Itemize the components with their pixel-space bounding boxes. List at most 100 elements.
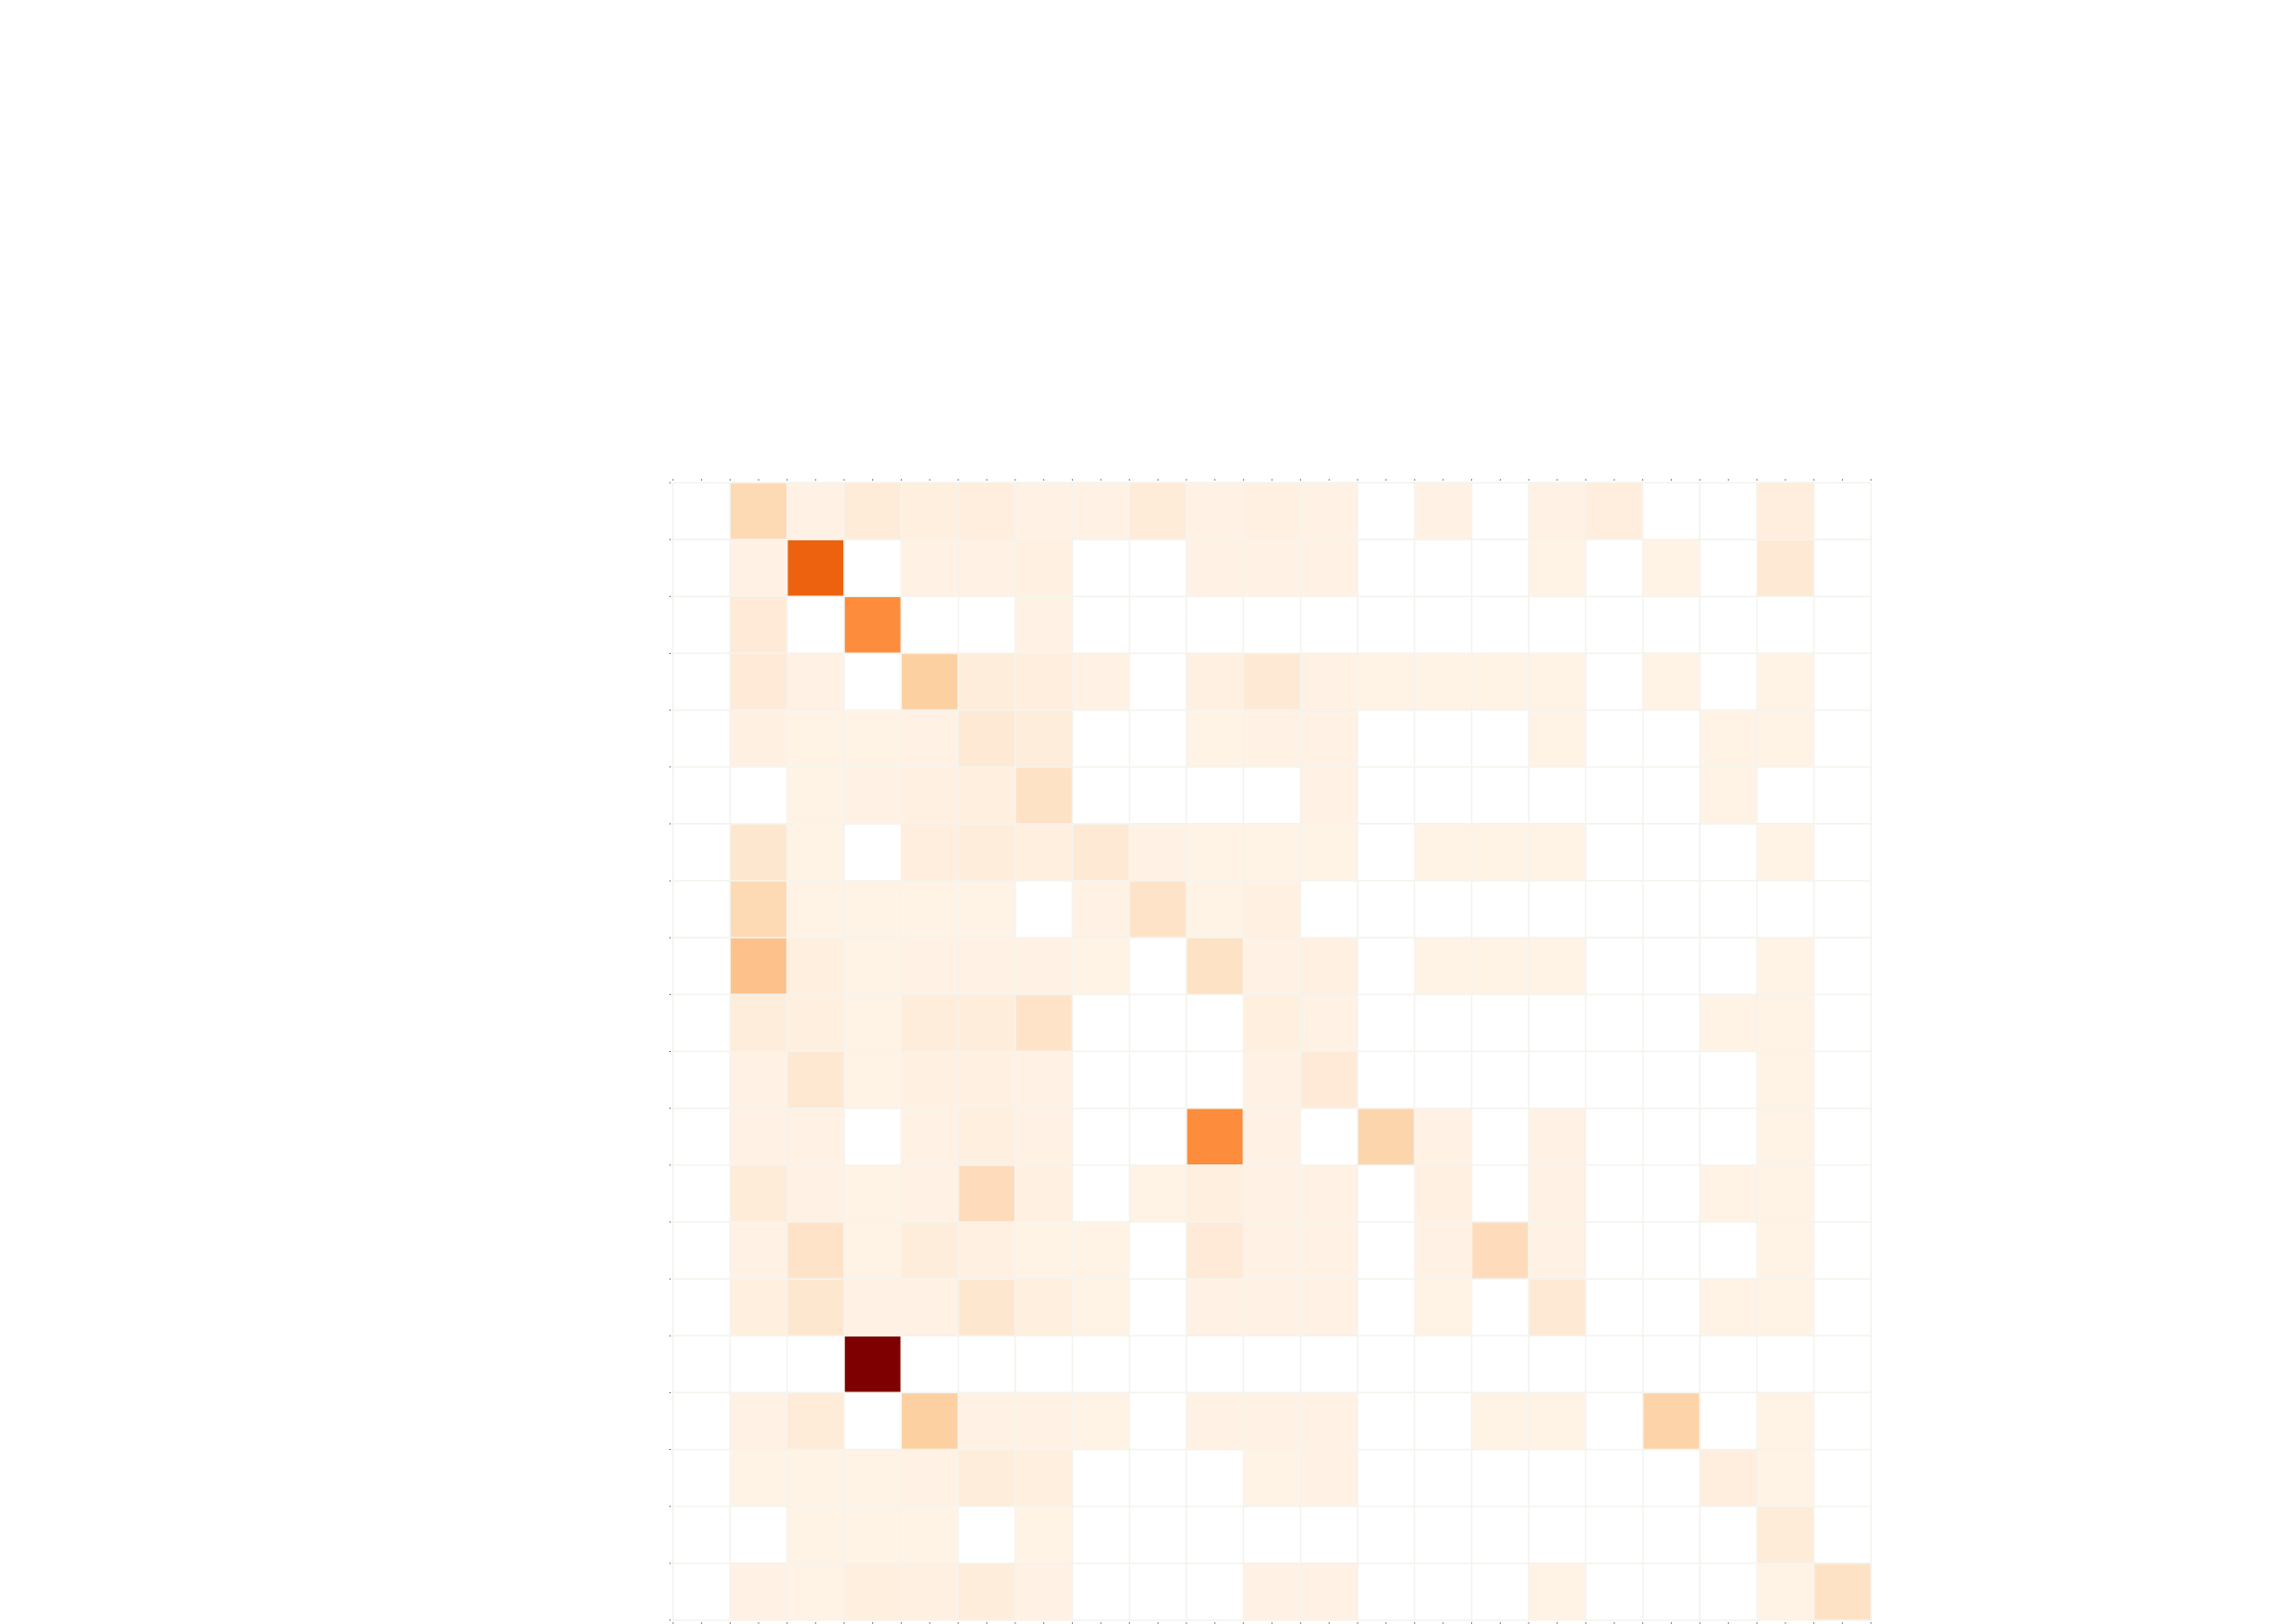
heatmap-cell: [1357, 880, 1416, 938]
heatmap-cell: [1641, 766, 1701, 825]
heatmap-cell: [729, 937, 788, 996]
heatmap-cell: [1584, 709, 1644, 768]
heatmap-cell: [957, 1107, 1016, 1166]
heatmap-cell: [1128, 823, 1187, 882]
heatmap-cell: [1242, 1391, 1302, 1451]
heatmap-cell: [957, 766, 1016, 825]
heatmap-cell: [1128, 1050, 1187, 1110]
heatmap-cell: [1641, 1221, 1701, 1280]
heatmap-cell: [1242, 1050, 1302, 1110]
heatmap-cell: [1528, 1221, 1587, 1280]
heatmap-cell: [1242, 595, 1302, 655]
heatmap-cell: [1528, 937, 1587, 996]
heatmap-cell: [1185, 1050, 1245, 1110]
heatmap-cell: [1756, 1107, 1815, 1166]
heatmap-cell: [1185, 1278, 1245, 1337]
heatmap-cell: [729, 595, 788, 655]
heatmap-cell: [1470, 1391, 1530, 1451]
heatmap-cell: [672, 709, 732, 768]
heatmap-cell: [1357, 1448, 1416, 1508]
heatmap-cell: [672, 766, 732, 825]
heatmap-cell: [1014, 652, 1074, 712]
heatmap-cell: [1641, 1050, 1701, 1110]
heatmap-cell: [1071, 1562, 1131, 1621]
heatmap-cell: [1357, 1505, 1416, 1564]
heatmap-cells: [672, 482, 1872, 1621]
heatmap-cell: [1242, 937, 1302, 996]
heatmap-cell: [843, 880, 903, 938]
heatmap-cell: [1528, 1164, 1587, 1223]
heatmap-cell: [1185, 652, 1245, 712]
heatmap-cell: [900, 937, 960, 996]
heatmap-cell: [1699, 1562, 1759, 1621]
heatmap-cell: [1071, 1164, 1131, 1223]
heatmap-cell: [957, 880, 1016, 938]
heatmap-cell: [786, 880, 845, 938]
heatmap-cell: [1014, 993, 1074, 1053]
heatmap-cell: [843, 823, 903, 882]
heatmap-cell: [1756, 1278, 1815, 1337]
heatmap-cell: [1413, 709, 1473, 768]
heatmap-cell: [1299, 1107, 1359, 1166]
heatmap-cell: [1413, 1164, 1473, 1223]
heatmap-cell: [1357, 1391, 1416, 1451]
heatmap-cell: [957, 937, 1016, 996]
heatmap-cell: [1014, 1050, 1074, 1110]
heatmap-cell: [843, 1221, 903, 1280]
heatmap-cell: [1470, 1164, 1530, 1223]
heatmap-cell: [1413, 1278, 1473, 1337]
heatmap-cell: [1242, 1164, 1302, 1223]
heatmap-cell: [1357, 595, 1416, 655]
heatmap-cell: [1584, 1050, 1644, 1110]
heatmap-cell: [1641, 1164, 1701, 1223]
heatmap-cell: [1584, 1562, 1644, 1621]
heatmap-cell: [1357, 1050, 1416, 1110]
heatmap-cell: [1014, 1278, 1074, 1337]
heatmap-cell: [1756, 1164, 1815, 1223]
heatmap-cell: [900, 1278, 960, 1337]
heatmap-cell: [1071, 880, 1131, 938]
heatmap-cell: [1528, 1562, 1587, 1621]
heatmap-cell: [1014, 1562, 1074, 1621]
heatmap-cell: [1699, 595, 1759, 655]
heatmap-cell: [1128, 1391, 1187, 1451]
heatmap-cell: [843, 1107, 903, 1166]
heatmap-cell: [1641, 993, 1701, 1053]
heatmap-cell: [1413, 1505, 1473, 1564]
heatmap-cell: [1528, 595, 1587, 655]
heatmap-cell: [729, 823, 788, 882]
heatmap-cell: [1812, 595, 1872, 655]
heatmap-cell: [1071, 1505, 1131, 1564]
heatmap-cell: [1699, 652, 1759, 712]
heatmap-cell: [1699, 709, 1759, 768]
heatmap-cell: [1299, 993, 1359, 1053]
heatmap-cell: [1641, 482, 1701, 540]
heatmap-cell: [1014, 595, 1074, 655]
heatmap-cell: [843, 595, 903, 655]
heatmap-cell: [1185, 937, 1245, 996]
heatmap-cell: [672, 1505, 732, 1564]
heatmap-cell: [1756, 1050, 1815, 1110]
heatmap-cell: [957, 1448, 1016, 1508]
heatmap-cell: [1357, 993, 1416, 1053]
heatmap-cell: [1128, 1221, 1187, 1280]
heatmap-cell: [1185, 1335, 1245, 1394]
heatmap-cell: [1756, 709, 1815, 768]
heatmap-cell: [900, 1221, 960, 1280]
heatmap-cell: [786, 1221, 845, 1280]
heatmap-cell: [1584, 993, 1644, 1053]
heatmap-cell: [1528, 1335, 1587, 1394]
heatmap-cell: [1185, 538, 1245, 598]
heatmap-cell: [1699, 880, 1759, 938]
heatmap-cell: [672, 538, 732, 598]
heatmap-cell: [1812, 482, 1872, 540]
heatmap-cell: [1413, 937, 1473, 996]
heatmap-cell: [1470, 709, 1530, 768]
heatmap-cell: [729, 993, 788, 1053]
heatmap-cell: [1470, 1335, 1530, 1394]
heatmap-cell: [1014, 823, 1074, 882]
heatmap-cell: [672, 1107, 732, 1166]
heatmap-cell: [1014, 766, 1074, 825]
heatmap-cell: [1699, 937, 1759, 996]
heatmap-cell: [1699, 1278, 1759, 1337]
